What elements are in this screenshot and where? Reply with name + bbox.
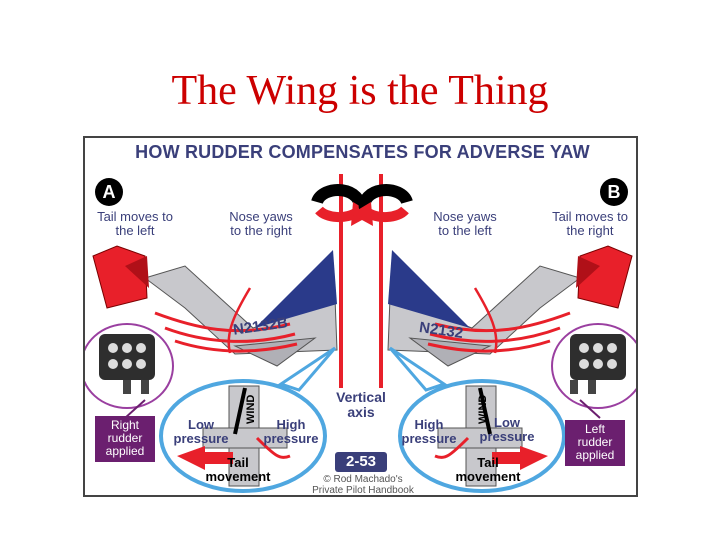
vertical-axis-label: Vertical axis bbox=[336, 389, 386, 420]
figure-number: 2-53 bbox=[335, 452, 387, 472]
diagram-artwork bbox=[85, 174, 636, 493]
pressure-bubble-left bbox=[159, 346, 337, 493]
diagram-title: HOW RUDDER COMPENSATES FOR ADVERSE YAW bbox=[135, 142, 590, 162]
wind-label-right: WIND bbox=[477, 394, 489, 424]
wind-label-left: WIND bbox=[245, 394, 257, 424]
low-pressure-label-left: Low pressure bbox=[173, 417, 229, 446]
slide-title: The Wing is the Thing bbox=[171, 68, 549, 114]
vertical-stabilizer-left bbox=[255, 250, 337, 328]
airplane-tail-left bbox=[92, 245, 338, 367]
right-rudder-applied-box: Right rudder applied bbox=[95, 416, 155, 462]
vertical-stabilizer-right bbox=[388, 250, 470, 328]
badge-b: B bbox=[600, 178, 628, 206]
nose-yaws-left-label: Nose yaws to the left bbox=[433, 209, 497, 238]
airplane-tail-right bbox=[387, 245, 633, 367]
pressure-bubble-right bbox=[388, 346, 566, 493]
high-pressure-label-right: High pressure bbox=[401, 417, 457, 446]
tail-movement-label-right: Tail movement bbox=[455, 455, 521, 484]
left-rudder-applied-box: Left rudder applied bbox=[565, 420, 625, 466]
rudder-diagram: HOW RUDDER COMPENSATES FOR ADVERSE YAW bbox=[83, 136, 638, 497]
tail-arrow-left bbox=[177, 446, 205, 470]
yaw-arrow-right bbox=[351, 184, 413, 226]
cockpit-panel-left bbox=[85, 323, 174, 419]
tail-arrow-right bbox=[520, 446, 548, 470]
figure-credit: © Rod Machado's Private Pilot Handbook bbox=[312, 474, 414, 496]
high-pressure-label-left: High pressure bbox=[263, 417, 319, 446]
tail-moves-left-label: Tail moves to the left bbox=[97, 209, 173, 238]
tail-movement-label-left: Tail movement bbox=[205, 455, 271, 484]
cockpit-panel-right bbox=[551, 323, 636, 419]
nose-yaws-right-label: Nose yaws to the right bbox=[229, 209, 293, 238]
tail-moves-right-label: Tail moves to the right bbox=[552, 209, 628, 238]
low-pressure-label-right: Low pressure bbox=[479, 415, 535, 444]
badge-a: A bbox=[95, 178, 123, 206]
